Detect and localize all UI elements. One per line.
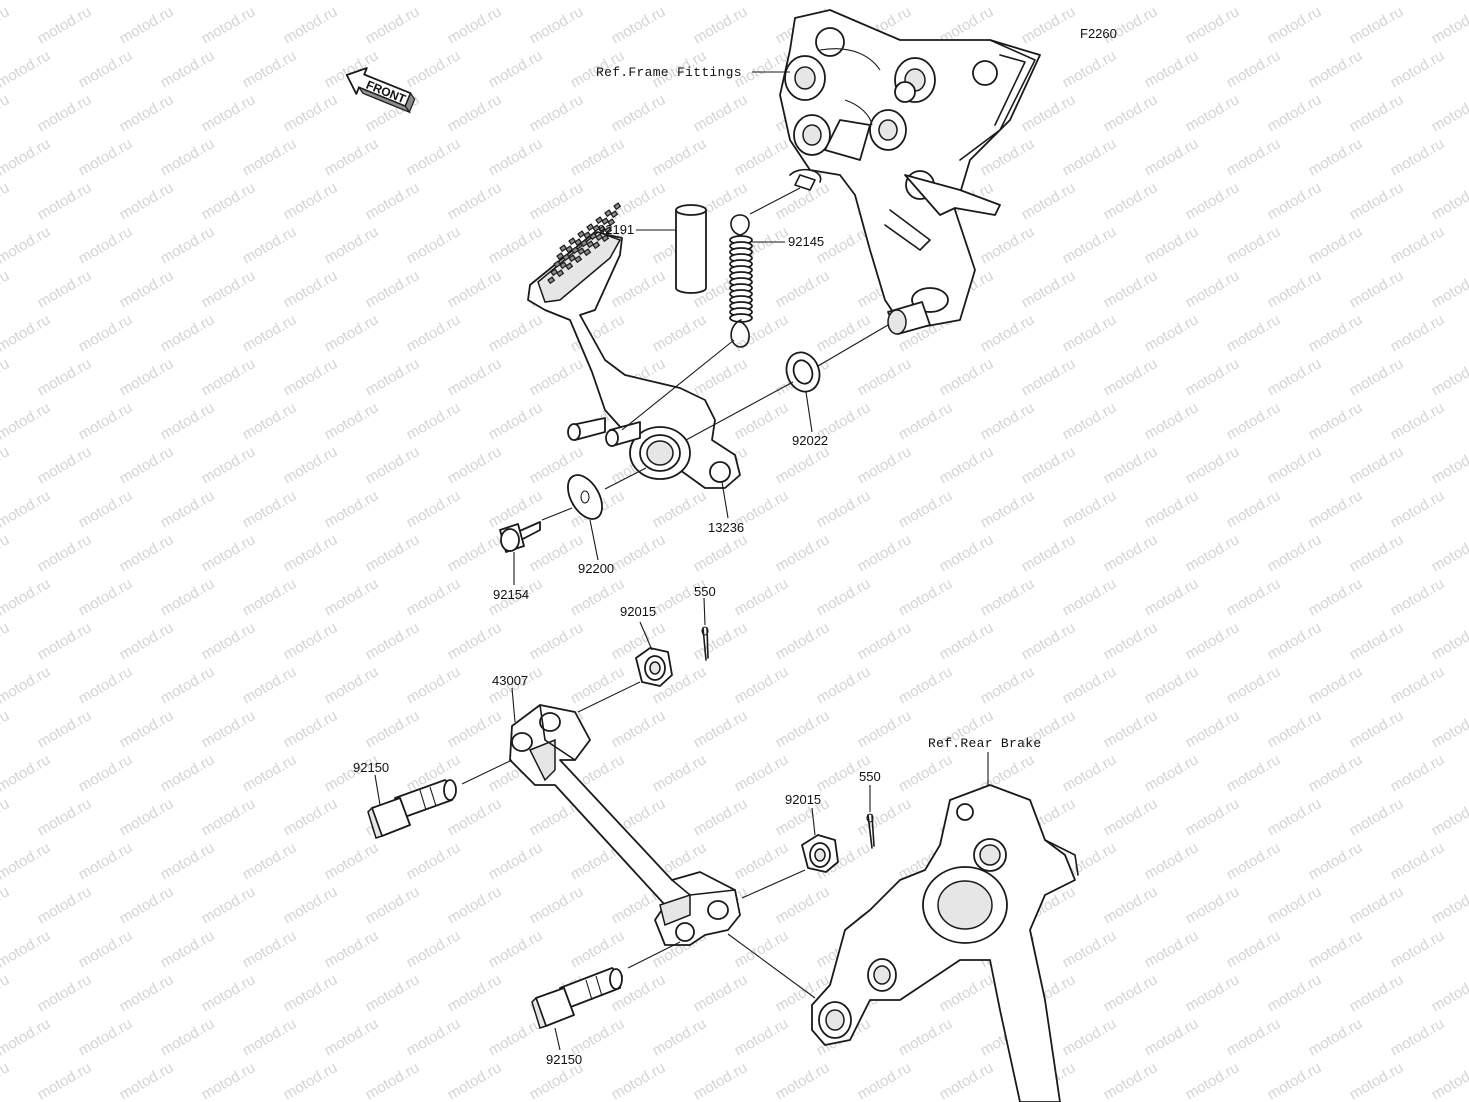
nut-92015-top (635, 647, 673, 687)
pedal-tread-stud (595, 216, 604, 225)
leader-92200 (589, 519, 599, 561)
pedal-tread-stud (556, 269, 565, 278)
part-label-92191[interactable]: 92191 (598, 222, 635, 237)
pedal-tread-stud (559, 261, 568, 270)
assembly-92154 (541, 507, 573, 521)
bolt-92154 (499, 521, 541, 553)
pedal-tread-stud (613, 202, 622, 211)
pedal-tread-stud (568, 254, 577, 263)
diagram-code: F2260 (1080, 26, 1117, 41)
assembly-spring-top (749, 187, 801, 215)
part-label-550-bottom[interactable]: 550 (859, 769, 881, 784)
washer-92022 (785, 351, 821, 393)
assembly-rod-lever (727, 933, 816, 999)
pedal-tread-stud (601, 234, 610, 243)
assembly-washer-pivot (817, 324, 889, 367)
pedal-tread-stud (568, 237, 577, 246)
assembly-92150-top (461, 759, 513, 785)
leader-92150-top (374, 774, 381, 806)
pedal-tread-stud (577, 230, 586, 239)
pedal-tread-stud (562, 253, 571, 262)
pedal-tread-stud (565, 245, 574, 254)
pedal-tread-stud (565, 262, 574, 271)
nut-92015-bottom (801, 834, 839, 873)
leader-43007 (511, 687, 516, 723)
pedal-tread-stud (583, 248, 592, 257)
part-label-13236[interactable]: 13236 (708, 520, 745, 535)
pedal-tread-stud (571, 246, 580, 255)
part-label-92015-top[interactable]: 92015 (620, 604, 657, 619)
assembly-92200 (604, 467, 647, 490)
part-label-43007[interactable]: 43007 (492, 673, 529, 688)
pedal-tread-stud (607, 218, 616, 227)
ref-rear-brake-link[interactable]: Ref.Rear Brake (928, 736, 1042, 751)
front-arrow-icon: FRONT (345, 67, 416, 114)
pedal-tread-stud (547, 276, 556, 285)
pedal-tread-stud (604, 209, 613, 218)
pedal-tread-stud (577, 247, 586, 256)
assembly-92015-top (577, 681, 641, 713)
part-label-92200[interactable]: 92200 (578, 561, 615, 576)
leader-550-top (703, 597, 706, 626)
pedal-tread-stud (598, 225, 607, 234)
part-label-92154[interactable]: 92154 (493, 587, 530, 602)
pedal-tread-stud (586, 240, 595, 249)
assembly-92150-bottom (627, 941, 681, 969)
brake-rod-43007 (509, 704, 741, 946)
assembly-lines (374, 71, 989, 1051)
cotter-pin-550-top (701, 626, 709, 661)
leader-92150-bottom (554, 1027, 561, 1051)
pedal-tread-stud (580, 239, 589, 248)
assembly-spring-bottom (621, 339, 735, 431)
part-label-92145[interactable]: 92145 (788, 234, 825, 249)
part-label-550-top[interactable]: 550 (694, 584, 716, 599)
assembly-92015-bottom (741, 869, 806, 899)
pedal-tread-stud (574, 238, 583, 247)
pedal-tread-stud (553, 260, 562, 269)
part-label-92015-bottom[interactable]: 92015 (785, 792, 822, 807)
ref-frame-fittings-link[interactable]: Ref.Frame Fittings (596, 65, 742, 80)
assembly-washer-pedal (685, 381, 794, 441)
pedal-tread-stud (592, 241, 601, 250)
part-label-92022[interactable]: 92022 (792, 433, 829, 448)
leader-92015-bottom (811, 807, 816, 836)
spring-92145 (729, 214, 753, 348)
pedal-tread-stud (550, 268, 559, 277)
pedal-tread-stud (559, 244, 568, 253)
cotter-pin-550-bottom (866, 813, 875, 849)
pedal-tread-stud (583, 231, 592, 240)
washer-92200 (567, 474, 603, 520)
pedal-tread-stud (589, 232, 598, 241)
part-label-92150-bottom[interactable]: 92150 (546, 1052, 583, 1067)
collar-92191 (675, 204, 707, 294)
leader-92022 (805, 391, 813, 433)
pedal-tread-stud (556, 252, 565, 261)
pedal-tread-stud (601, 217, 610, 226)
bolt-92150-top (367, 779, 457, 839)
pedal-tread-stud (592, 224, 601, 233)
leader-92015-top (639, 621, 653, 651)
pedal-tread-stud (604, 226, 613, 235)
bolt-92150-bottom (531, 967, 623, 1029)
brake-pedal-13236 (527, 202, 741, 489)
frame-fittings-bracket (779, 9, 1041, 335)
pedal-tread-stud (595, 233, 604, 242)
leader-13236 (721, 481, 729, 519)
pedal-tread-stud (586, 223, 595, 232)
rear-brake-lever (811, 784, 1079, 1102)
pedal-tread-stud (574, 255, 583, 264)
pedal-tread-stud (610, 210, 619, 219)
part-label-92150-top[interactable]: 92150 (353, 760, 390, 775)
